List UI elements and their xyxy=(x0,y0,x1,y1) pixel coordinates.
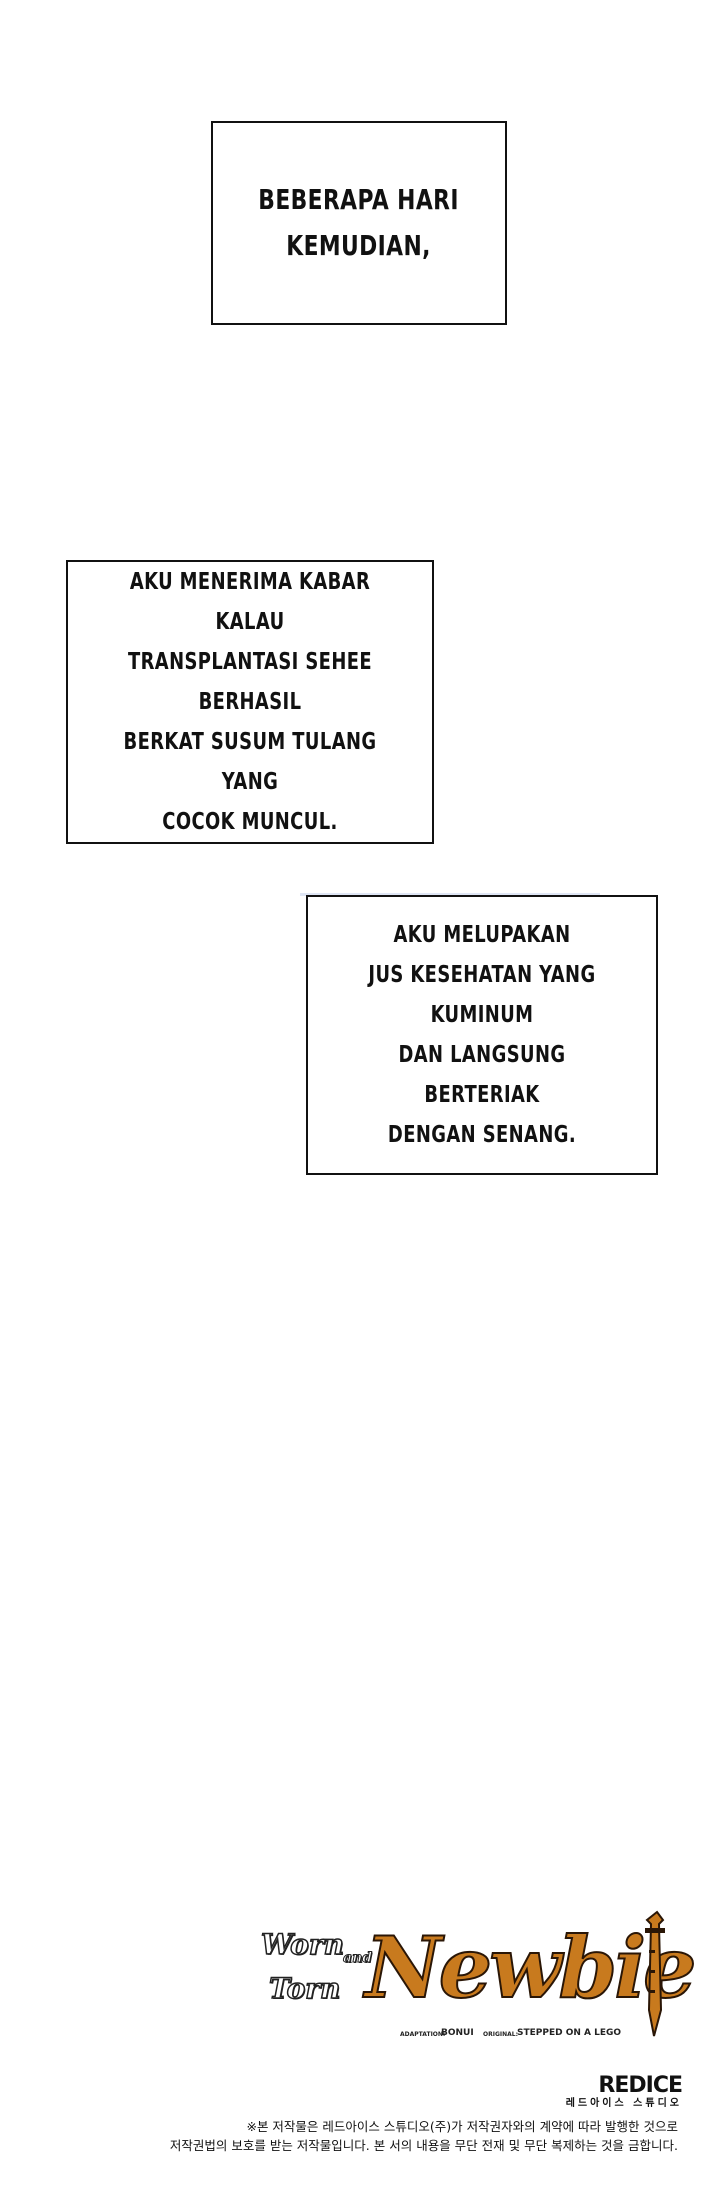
credits-original-value: STEPPED ON A LEGO xyxy=(517,2028,622,2038)
caption-2-line-3: BERKAT SUSUM TULANG YANG xyxy=(123,729,377,795)
caption-3-line-2: JUS KESEHATAN YANG KUMINUM xyxy=(368,962,596,1028)
series-logo: Worn and Torn Newbie ADAPTATION: BONUI O… xyxy=(255,1910,698,2060)
logo-word-and: and xyxy=(342,1950,373,1967)
copyright-notice: ※본 저작물은 레드아이스 스튜디오(주)가 저작권자와의 계약에 따라 발행한… xyxy=(38,2117,678,2155)
studio-name: REDICE xyxy=(598,2073,683,2098)
caption-box-1: BEBERAPA HARI KEMUDIAN, xyxy=(211,121,507,325)
caption-3-line-4: DENGAN SENANG. xyxy=(387,1122,577,1148)
caption-2-line-4: COCOK MUNCUL. xyxy=(162,809,338,835)
credits-adaptation-label: ADAPTATION: xyxy=(400,2031,446,2038)
caption-text-1: BEBERAPA HARI KEMUDIAN, xyxy=(259,177,460,269)
credits-original-label: ORIGINAL: xyxy=(483,2031,518,2038)
caption-2-line-2: TRANSPLANTASI SEHEE BERHASIL xyxy=(127,649,373,715)
caption-1-line-2: KEMUDIAN, xyxy=(286,229,432,262)
caption-1-line-1: BEBERAPA HARI xyxy=(258,183,460,216)
logo-word-newbie: Newbie xyxy=(364,1917,698,2018)
logo-word-worn: Worn xyxy=(260,1927,344,1962)
studio-subtitle: 레드아이스 스튜디오 xyxy=(565,2098,682,2109)
logo-word-torn: Torn xyxy=(268,1971,341,2006)
caption-box-3: AKU MELUPAKAN JUS KESEHATAN YANG KUMINUM… xyxy=(306,895,658,1175)
caption-text-3: AKU MELUPAKAN JUS KESEHATAN YANG KUMINUM… xyxy=(346,915,617,1155)
caption-text-2: AKU MENERIMA KABAR KALAU TRANSPLANTASI S… xyxy=(108,562,392,842)
copyright-notice-line-1: ※본 저작물은 레드아이스 스튜디오(주)가 저작권자와의 계약에 따라 발행한… xyxy=(246,2119,678,2134)
copyright-notice-line-2: 저작권법의 보호를 받는 저작물입니다. 본 서의 내용을 무단 전재 및 무단… xyxy=(169,2138,678,2153)
caption-3-line-1: AKU MELUPAKAN xyxy=(393,922,571,948)
caption-2-line-1: AKU MENERIMA KABAR KALAU xyxy=(129,569,371,635)
caption-3-line-3: DAN LANGSUNG BERTERIAK xyxy=(398,1042,566,1108)
studio-logo: REDICE 레드아이스 스튜디오 xyxy=(532,2073,683,2114)
caption-box-2: AKU MENERIMA KABAR KALAU TRANSPLANTASI S… xyxy=(66,560,434,844)
credits-adaptation-value: BONUI xyxy=(441,2028,474,2038)
sword-icon xyxy=(645,1910,665,2037)
scan-artifact xyxy=(300,893,600,896)
